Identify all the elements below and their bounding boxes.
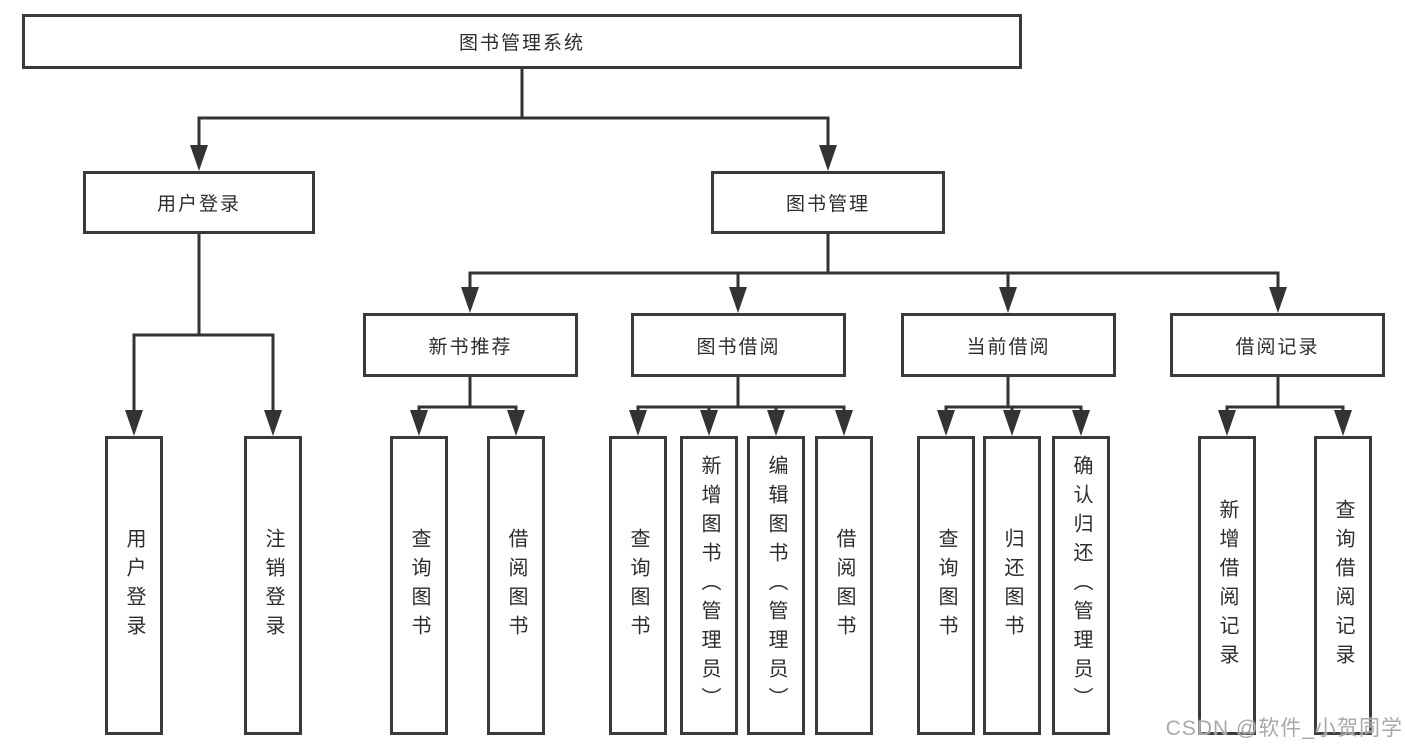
leaf-confirm-return-admin: 确认归还（管理员） <box>1052 436 1110 735</box>
node-label: 借阅图书 <box>833 527 855 644</box>
node-current-borrowing: 当前借阅 <box>901 313 1116 377</box>
node-label: 借阅记录 <box>1235 336 1320 358</box>
node-label: 借阅图书 <box>505 527 527 644</box>
node-label: 归还图书 <box>1001 527 1023 644</box>
edges-user-login <box>125 234 282 436</box>
edges-book-management <box>461 234 1287 313</box>
node-book-borrowing: 图书借阅 <box>631 313 846 377</box>
node-label: 查询图书 <box>935 527 957 644</box>
node-label: 查询图书 <box>627 527 649 644</box>
node-library-system: 图书管理系统 <box>22 14 1022 69</box>
leaf-query-books-2: 查询图书 <box>609 436 667 735</box>
node-label: 编辑图书（管理员） <box>765 455 787 716</box>
node-label: 当前借阅 <box>966 336 1051 358</box>
leaf-logout: 注销登录 <box>244 436 302 735</box>
leaf-query-books-1: 查询图书 <box>390 436 448 735</box>
edges-book-borrowing <box>629 377 853 436</box>
leaf-user-login: 用户登录 <box>105 436 163 735</box>
node-label: 用户登录 <box>156 194 241 215</box>
leaf-return-books: 归还图书 <box>983 436 1041 735</box>
node-label: 用户登录 <box>123 527 145 644</box>
node-label: 新书推荐 <box>428 336 513 358</box>
node-label: 查询借阅记录 <box>1332 498 1354 673</box>
node-new-book-recommend: 新书推荐 <box>363 313 578 377</box>
edges-new-book <box>410 377 525 436</box>
leaf-edit-books-admin: 编辑图书（管理员） <box>747 436 805 735</box>
edges-root <box>190 69 837 171</box>
node-label: 图书管理 <box>785 194 870 215</box>
node-borrowing-records: 借阅记录 <box>1170 313 1385 377</box>
leaf-borrow-books-1: 借阅图书 <box>487 436 545 735</box>
node-book-management: 图书管理 <box>711 171 945 234</box>
node-label: 图书管理系统 <box>458 33 585 54</box>
node-user-login-branch: 用户登录 <box>83 171 315 234</box>
edges-borrow-records <box>1218 377 1352 436</box>
node-label: 新增图书（管理员） <box>698 455 720 716</box>
leaf-add-borrow-record: 新增借阅记录 <box>1198 436 1256 735</box>
leaf-query-books-3: 查询图书 <box>917 436 975 735</box>
node-label: 新增借阅记录 <box>1216 498 1238 673</box>
leaf-add-books-admin: 新增图书（管理员） <box>680 436 738 735</box>
node-label: 注销登录 <box>262 527 284 644</box>
leaf-borrow-books-2: 借阅图书 <box>815 436 873 735</box>
leaf-query-borrow-record: 查询借阅记录 <box>1314 436 1372 735</box>
node-label: 查询图书 <box>408 527 430 644</box>
csdn-watermark: CSDN @软件_小贺同学 <box>1165 717 1403 740</box>
edges-current-borrow <box>937 377 1090 436</box>
node-label: 图书借阅 <box>696 336 781 358</box>
node-label: 确认归还（管理员） <box>1070 455 1092 716</box>
